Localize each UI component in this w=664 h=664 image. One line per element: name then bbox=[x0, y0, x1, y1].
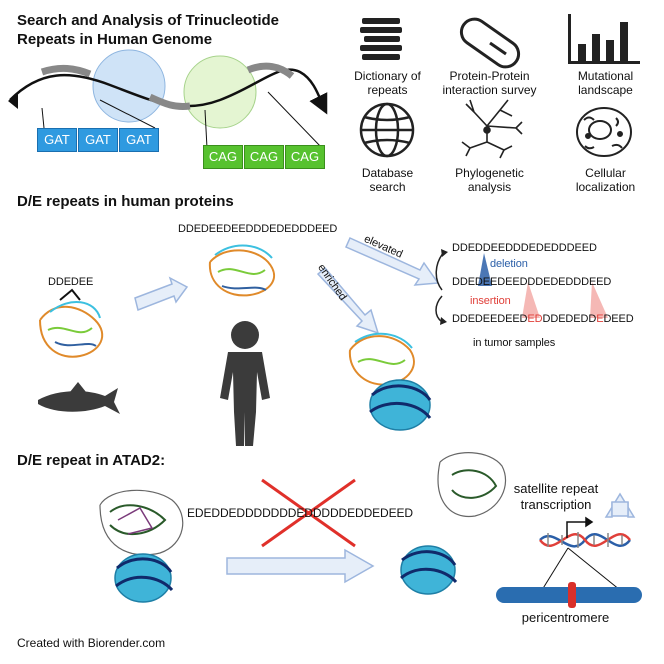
protein-structure-small bbox=[39, 288, 104, 358]
atad2-sequence: EDEDDEDDDDDDDEDDDDDEDDEDEED bbox=[187, 506, 413, 520]
satellite-up-arrow bbox=[604, 492, 636, 518]
gat-box: GAT bbox=[78, 128, 118, 152]
phylogenetic-tree-icon bbox=[461, 99, 523, 159]
books-icon bbox=[360, 18, 402, 60]
cag-box: CAG bbox=[244, 145, 284, 169]
section3-title: D/E repeat in ATAD2: bbox=[17, 452, 166, 469]
transcription-arrow bbox=[566, 516, 594, 538]
chromosome-icon bbox=[496, 547, 642, 608]
label-insertion: insertion bbox=[470, 295, 511, 307]
gat-box: GAT bbox=[37, 128, 77, 152]
mutated-seq-3: DDEDEEDEEDEDDDEDEDDEDEED bbox=[452, 313, 634, 325]
protein-structure-top bbox=[208, 244, 275, 297]
repeat-region-grey bbox=[246, 62, 295, 79]
section1-title-line2: Repeats in Human Genome bbox=[17, 31, 213, 48]
human-silhouette bbox=[220, 321, 270, 446]
repeat-region-grey bbox=[148, 93, 191, 110]
section2-title: D/E repeats in human proteins bbox=[17, 193, 234, 210]
capsule-icon bbox=[459, 17, 521, 69]
bar-chart-icon bbox=[568, 14, 640, 64]
section1-title-line1: Search and Analysis of Trinucleotide bbox=[17, 12, 280, 29]
repeat-region-grey bbox=[40, 64, 92, 78]
mutated-seq-2: DDEDEEDEEDDDEDEDDDEED bbox=[452, 276, 612, 288]
dna-helix-icon bbox=[539, 532, 631, 548]
protein-on-nucleosome bbox=[348, 332, 432, 431]
label-deletion: deletion bbox=[490, 258, 528, 270]
label-tumor-samples: in tumor samples bbox=[473, 337, 556, 349]
cell-icon bbox=[576, 107, 632, 157]
section1-title: Search and Analysis of Trinucleotide Rep… bbox=[17, 11, 279, 49]
red-cross bbox=[261, 478, 356, 548]
gat-box: GAT bbox=[119, 128, 159, 152]
pericentromere-label: pericentromere bbox=[521, 610, 610, 625]
dna-backbone-line bbox=[9, 68, 328, 115]
biorender-credit: Created with Biorender.com bbox=[17, 636, 166, 650]
mutated-seq-1: DDEDDEEDDDEDEDDDEED bbox=[452, 242, 597, 254]
nucleosome-free bbox=[400, 545, 458, 595]
globe-icon bbox=[359, 102, 415, 158]
seq-small: DDEDEE bbox=[48, 276, 94, 288]
dna-left-arrowhead bbox=[8, 93, 18, 109]
block-arrow bbox=[134, 237, 440, 584]
cag-box: CAG bbox=[285, 145, 325, 169]
blue-highlight-circle bbox=[92, 49, 166, 123]
atad2-structure bbox=[99, 489, 184, 603]
cag-box: CAG bbox=[203, 145, 243, 169]
atad2-structure-right bbox=[437, 452, 507, 518]
green-highlight-circle bbox=[183, 55, 257, 129]
dna-strand-diagram bbox=[8, 49, 328, 149]
mutation-indicators bbox=[435, 249, 608, 325]
fish-silhouette bbox=[38, 382, 120, 414]
seq-top: DDEDEEDEEDDDEDEDDDEED bbox=[178, 223, 338, 235]
